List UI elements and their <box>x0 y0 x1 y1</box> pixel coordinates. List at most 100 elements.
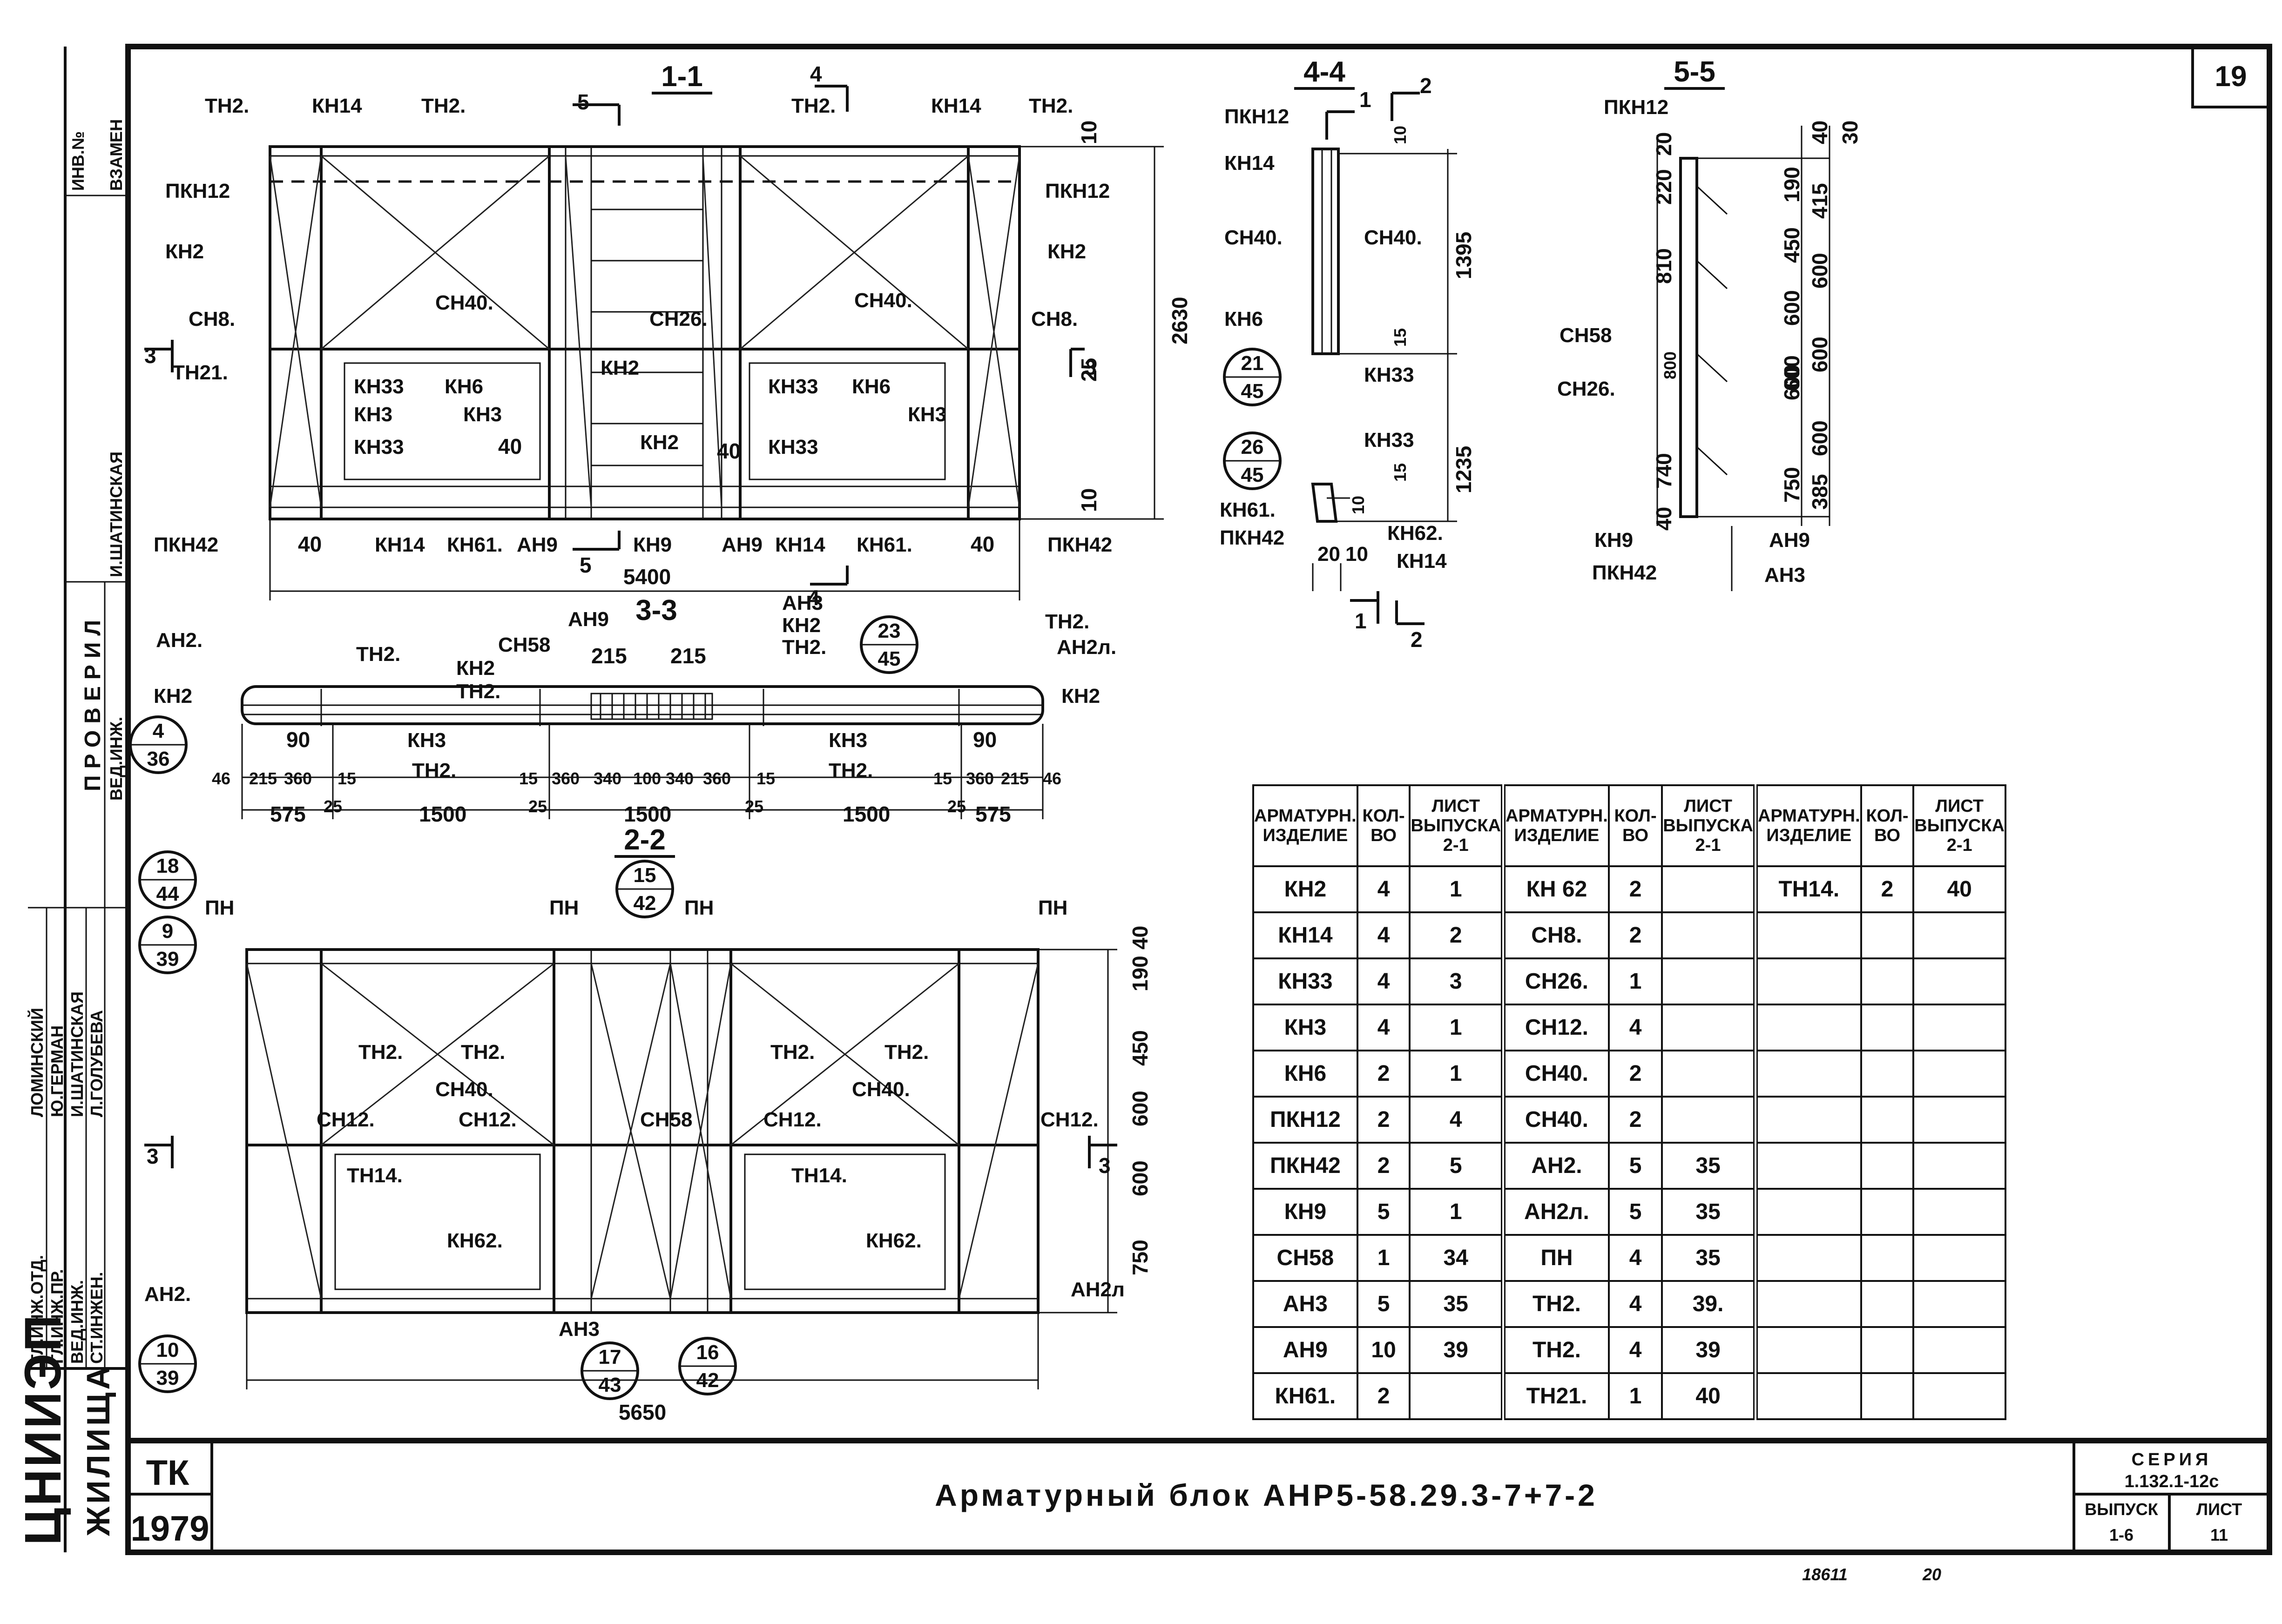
table-cell: 2 <box>1356 1142 1411 1190</box>
v11-label-22: КН33 <box>354 436 404 458</box>
v44-label-5: КН6 <box>1224 308 1263 330</box>
table-cell: 4 <box>1607 1326 1663 1374</box>
v22-label-19: КН62. <box>866 1229 922 1252</box>
v44-label-4: СН40. <box>1364 226 1422 249</box>
table-cell: КН9 <box>1252 1188 1358 1236</box>
spec-table: АРМАТУРН. ИЗДЕЛИЕ КОЛ-ВО ЛИСТ ВЫПУСКА 2-… <box>1252 784 2006 1420</box>
v33-label-2: КН2 <box>456 657 495 680</box>
table-cell: СН40. <box>1501 1050 1610 1098</box>
table-cell: АН9 <box>1252 1326 1358 1374</box>
v33-dim-4: 15 <box>338 769 356 788</box>
svg-text:16: 16 <box>696 1341 719 1364</box>
left-stamp: ЖИЛИЩА ЦНИИЭП ПРОВЕРИЛ И.ШАТИНСКАЯ ВЕД.И… <box>14 119 126 1545</box>
v22-dim-3: 450 <box>1128 1030 1152 1066</box>
v22-bubble-3: 15 42 <box>615 860 674 918</box>
v55-dim-r-2: 30 <box>1838 121 1862 144</box>
v22-dim-6: 750 <box>1128 1240 1152 1275</box>
v11-label-10: КН2 <box>1047 240 1086 263</box>
v44-dim-6: 10 <box>1349 496 1368 514</box>
stamp-vzamen: ВЗАМЕН <box>107 119 126 191</box>
v11-cut-1: 5 <box>577 90 589 114</box>
v11-label-9: КН2 <box>165 240 204 263</box>
table-cell: 4 <box>1356 911 1411 959</box>
section-title-5-5: 5-5 <box>1674 56 1715 88</box>
v11-dim-7: 40 <box>298 532 322 556</box>
v55-dim-m-4: 600 <box>1780 355 1804 391</box>
table-cell: 5 <box>1356 1280 1411 1328</box>
table-cell: 2 <box>1860 865 1915 913</box>
series-label: СЕРИЯ <box>2132 1450 2212 1469</box>
v11-label-1: ТН2. <box>205 94 249 117</box>
svg-text:42: 42 <box>634 892 656 915</box>
stamp-name-4: Л.ГОЛУБЕВА <box>87 1010 106 1117</box>
table-cell <box>1661 957 1756 1005</box>
v11-label-32: АН9 <box>517 533 558 556</box>
v11-dim-3: 25 <box>1077 358 1101 382</box>
table-cell <box>1912 1142 2006 1190</box>
section-title-1-1: 1-1 <box>661 61 703 93</box>
v44-label-7: КН33 <box>1364 429 1414 451</box>
table-cell <box>1753 1188 1862 1236</box>
v11-label-34: АН9 <box>722 533 763 556</box>
v33-dim-7: 340 <box>594 769 621 788</box>
v11-label-4: ТН2. <box>791 94 836 117</box>
svg-text:15: 15 <box>634 864 656 887</box>
table-cell <box>1912 957 2006 1005</box>
table-cell: КН3 <box>1252 1004 1358 1051</box>
table-cell: 4 <box>1356 865 1411 913</box>
v33-dim-1b-1: 90 <box>286 728 310 752</box>
v44-label-10: ПКН42 <box>1220 526 1284 549</box>
v33-label-11: КН2 <box>154 685 192 708</box>
stamp-checked: ПРОВЕРИЛ <box>81 613 105 791</box>
v33-dim-11: 15 <box>756 769 775 788</box>
v33-dim-8: 100 <box>633 769 661 788</box>
v11-label-8: ПКН12 <box>1045 180 1110 202</box>
table-cell <box>1753 1004 1862 1051</box>
v33-bubble-1: 4 36 <box>129 715 188 774</box>
svg-text:23: 23 <box>878 620 901 642</box>
table-cell: 5 <box>1607 1188 1663 1236</box>
table-cell <box>1912 1326 2006 1374</box>
svg-text:21: 21 <box>1241 352 1264 375</box>
v44-label-6: КН33 <box>1364 364 1414 386</box>
table-cell: ПКН42 <box>1252 1142 1358 1190</box>
spec-header-5: КОЛ-ВО <box>1607 784 1663 867</box>
v22-label-11: СН12. <box>317 1108 375 1131</box>
v11-label-26: КН2 <box>640 431 679 454</box>
stamp-role-2: ГЛ.ИНЖ.ПР. <box>47 1269 67 1364</box>
v44-dim-7: 20 <box>1317 543 1340 566</box>
v33-label-17: ТН2. <box>829 759 873 782</box>
spec-header-3: ЛИСТ ВЫПУСКА 2-1 <box>1409 784 1505 867</box>
table-cell <box>1860 1096 1915 1144</box>
v33-label-15: КН3 <box>829 729 867 752</box>
table-cell: КН14 <box>1252 911 1358 959</box>
v22-label-10: СН40. <box>852 1078 910 1101</box>
table-cell <box>1753 911 1862 959</box>
v11-label-5: КН14 <box>931 94 981 117</box>
table-cell <box>1912 1050 2006 1098</box>
table-cell <box>1912 1188 2006 1236</box>
v44-dim-2: 1395 <box>1452 232 1476 279</box>
v22-label-22: АН3 <box>559 1318 600 1341</box>
svg-text:45: 45 <box>878 647 901 670</box>
table-cell <box>1912 1280 2006 1328</box>
v44-cut-1: 1 <box>1359 88 1371 112</box>
v44-cut-2: 2 <box>1420 74 1432 98</box>
table-cell <box>1860 957 1915 1005</box>
v11-label-13: СН40. <box>435 291 493 314</box>
table-cell: 4 <box>1607 1234 1663 1282</box>
table-cell: КН 62 <box>1501 865 1610 913</box>
v22-dim-5: 600 <box>1128 1160 1152 1196</box>
v11-label-16: ТН21. <box>172 361 228 384</box>
stamp-name-2: Ю.ГЕРМАН <box>47 1025 67 1117</box>
table-cell: СН58 <box>1252 1234 1358 1282</box>
table-cell <box>1860 1050 1915 1098</box>
v44-label-1: ПКН12 <box>1224 105 1289 128</box>
svg-text:17: 17 <box>599 1346 621 1368</box>
footer-number: 20 <box>1922 1565 1941 1584</box>
v33-dim-2-1: 575 <box>270 802 306 826</box>
v11-label-21: КН3 <box>463 403 502 426</box>
table-cell <box>1912 911 2006 959</box>
